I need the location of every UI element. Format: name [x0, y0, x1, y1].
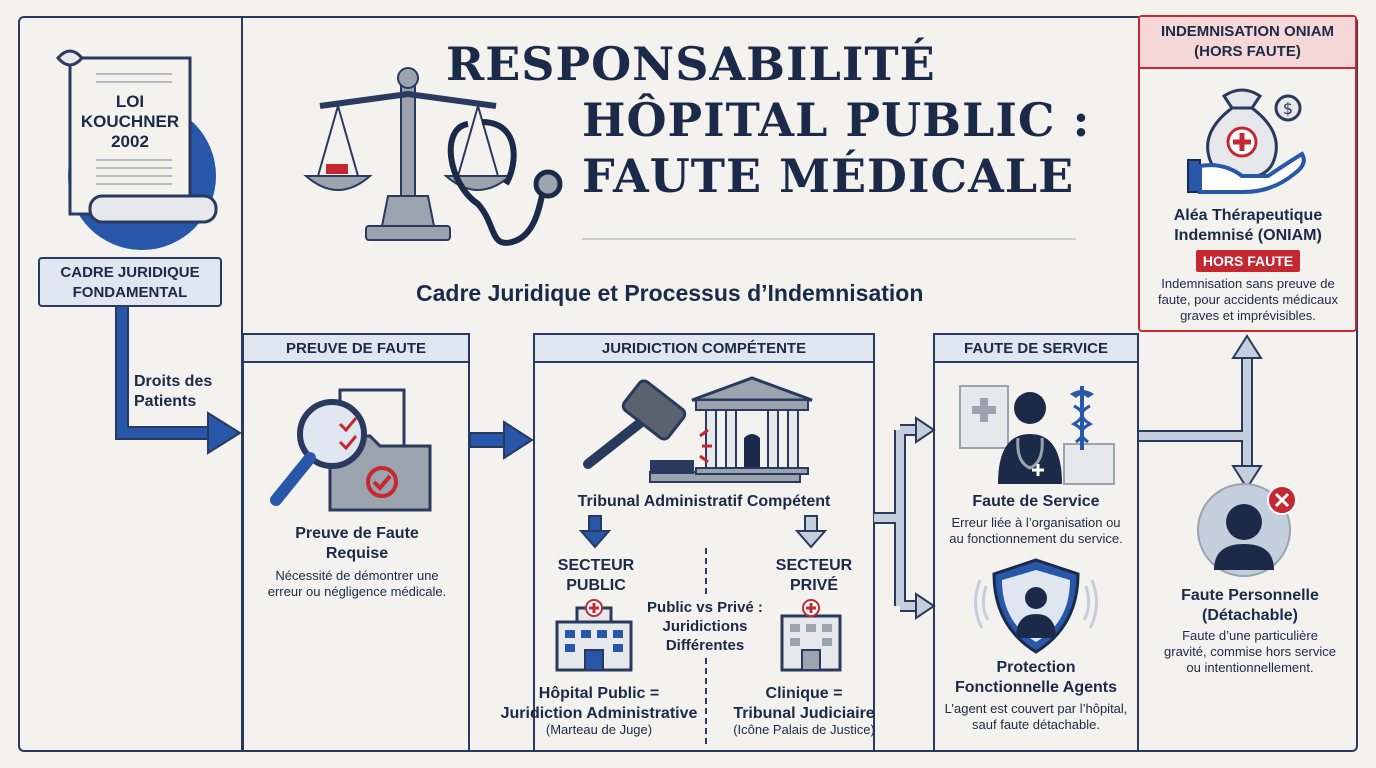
- preuve-desc: Nécessité de démontrer une erreur ou nég…: [267, 568, 447, 599]
- page-subtitle: Cadre Juridique et Processus d’Indemnisa…: [416, 280, 924, 306]
- law-scroll-icon: [56, 49, 218, 250]
- svg-text:$: $: [1283, 99, 1293, 118]
- arrow-preuve-to-juridiction: [469, 420, 534, 460]
- faute-service-title: Faute de Service: [972, 493, 1100, 510]
- faute-service-header: FAUTE DE SERVICE: [933, 333, 1139, 363]
- branch-arrow-to-faute-service: [874, 416, 936, 620]
- hors-faute-badge: HORS FAUTE: [1196, 250, 1300, 272]
- oniam-title: Aléa Thérapeutique Indemnisé (ONIAM): [1173, 207, 1323, 244]
- framework-label: CADRE JURIDIQUE FONDAMENTAL: [38, 257, 222, 307]
- preuve-panel: [242, 363, 470, 752]
- public-vs-private-label: Public vs Privé : Juridictions Différent…: [640, 598, 770, 655]
- personal-fault-desc: Faute d’une particulière gravité, commis…: [1164, 628, 1336, 675]
- private-clinic-result: Clinique = Tribunal Judiciaire: [733, 685, 875, 722]
- law-scroll-text: LOI KOUCHNER 2002: [80, 92, 180, 151]
- preuve-title: Preuve de Faute Requise: [295, 525, 419, 562]
- gavel-courthouse-icon: [583, 376, 813, 483]
- money-bag-hand-icon: $: [1187, 88, 1306, 194]
- scales-of-justice-icon: [303, 67, 563, 246]
- protection-desc: L’agent est couvert par l’hôpital, sauf …: [944, 701, 1128, 732]
- faute-service-desc: Erreur liée à l’organisation ou au fonct…: [949, 515, 1123, 546]
- preuve-header: PREUVE DE FAUTE: [242, 333, 470, 363]
- patients-rights-label: Droits des Patients: [134, 373, 213, 410]
- personal-fault-person-icon: [1197, 483, 1297, 577]
- arrow-to-prive: [794, 515, 828, 549]
- public-hospital-note: (Marteau de Juge): [545, 722, 653, 737]
- public-hospital-result: Hôpital Public = Juridiction Administrat…: [500, 685, 698, 722]
- patients-rights-arrow: [115, 307, 242, 455]
- branch-arrow-to-oniam-personnelle: [1139, 334, 1263, 490]
- tribunal-label: Tribunal Administratif Compétent: [577, 493, 831, 510]
- juridiction-panel: [533, 363, 875, 752]
- page-title: RESPONSABILITÉ HÔPITAL PUBLIC : FAUTE MÉ…: [446, 37, 1091, 203]
- juridiction-header: JURIDICTION COMPÉTENTE: [533, 333, 875, 363]
- oniam-box: [1138, 15, 1357, 332]
- oniam-header: INDEMNISATION ONIAM (HORS FAUTE): [1140, 17, 1355, 69]
- private-sector-label: SECTEUR PRIVÉ: [775, 557, 853, 594]
- oniam-desc: Indemnisation sans preuve de faute, pour…: [1158, 276, 1338, 323]
- private-clinic-note: (Icône Palais de Justice): [733, 722, 875, 737]
- public-hospital-icon: [555, 599, 633, 672]
- protection-shield-icon: [974, 558, 1098, 654]
- medical-staff-icon: [959, 385, 1115, 485]
- faute-service-panel: [933, 363, 1139, 752]
- title-underline: [582, 238, 1076, 240]
- personal-fault-title: Faute Personnelle (Détachable): [1181, 587, 1319, 624]
- public-sector-label: SECTEUR PUBLIC: [557, 557, 635, 594]
- protection-title: Protection Fonctionnelle Agents: [954, 659, 1118, 696]
- private-clinic-icon: [780, 599, 842, 672]
- evidence-magnifier-icon: [270, 388, 432, 512]
- arrow-to-public: [578, 515, 612, 549]
